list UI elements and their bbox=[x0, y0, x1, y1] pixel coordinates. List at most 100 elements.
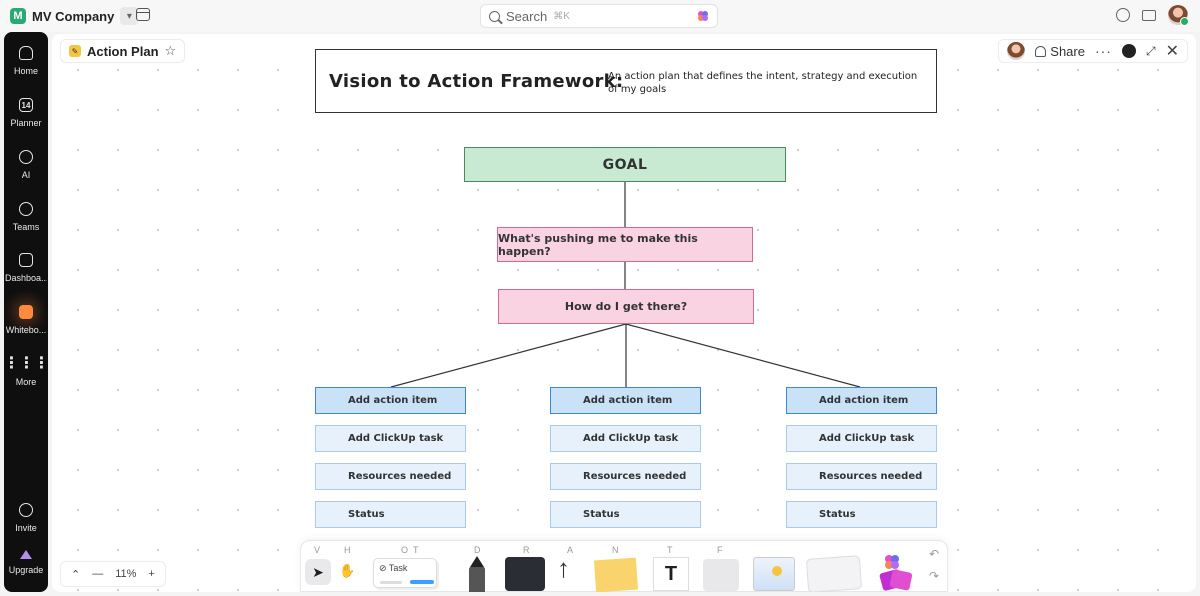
shortcut-key: H bbox=[344, 545, 351, 555]
sidebar-item-planner[interactable]: 14 Planner bbox=[4, 98, 48, 128]
breadcrumb: ✎ Action Plan ☆ bbox=[60, 39, 186, 63]
task-tool[interactable]: ⊘ Task bbox=[373, 558, 437, 588]
sidebar-item-label: Invite bbox=[15, 523, 37, 533]
expand-icon[interactable]: ⤢ bbox=[1145, 43, 1156, 58]
frame-tool[interactable] bbox=[703, 559, 739, 591]
sidebar-item-label: Dashboa... bbox=[5, 273, 47, 283]
teams-icon bbox=[19, 202, 33, 216]
sidebar-item-label: Home bbox=[13, 66, 38, 76]
shortcut-key: T bbox=[413, 545, 419, 555]
sidebar-item-dashboards[interactable]: Dashboa... bbox=[4, 253, 48, 283]
calendar-icon[interactable] bbox=[136, 8, 150, 21]
collapse-icon[interactable]: ⌃ bbox=[71, 568, 81, 581]
shortcut-key: N bbox=[612, 545, 619, 555]
hand-tool[interactable]: ✋ bbox=[339, 563, 356, 578]
shortcut-key: T bbox=[667, 545, 673, 555]
resources-card[interactable]: Resources needed bbox=[315, 463, 466, 490]
clickup-task-card[interactable]: Add ClickUp task bbox=[315, 425, 466, 452]
whiteboard-canvas[interactable]: ✎ Action Plan ☆ Share ··· ⤢ ✕ Vision to … bbox=[52, 34, 1196, 592]
user-avatar[interactable] bbox=[1168, 5, 1189, 26]
shortcut-key: R bbox=[523, 545, 530, 555]
share-label: Share bbox=[1050, 43, 1085, 59]
workspace-name: MV Company bbox=[32, 8, 115, 24]
check-circle-icon[interactable] bbox=[1116, 8, 1130, 22]
zoom-in-button[interactable]: + bbox=[148, 568, 155, 580]
sidebar-item-label: Teams bbox=[12, 222, 40, 232]
pen-tool[interactable] bbox=[469, 556, 485, 592]
sidebar-item-home[interactable]: Home bbox=[4, 46, 48, 76]
dashboard-icon bbox=[19, 253, 33, 267]
top-right-actions bbox=[1116, 5, 1189, 26]
more-options-icon[interactable]: ··· bbox=[1094, 43, 1112, 59]
select-tool[interactable]: ➤ bbox=[305, 559, 331, 585]
share-icon bbox=[1035, 45, 1047, 57]
sidebar-item-label: Planner bbox=[10, 118, 42, 128]
sidebar-item-label: Whitebo... bbox=[5, 325, 47, 335]
text-tool[interactable]: T bbox=[653, 557, 689, 591]
framework-title-card[interactable]: Vision to Action Framework: An action pl… bbox=[315, 49, 937, 113]
image-tool[interactable] bbox=[753, 557, 795, 591]
cursor-icon: ➤ bbox=[312, 563, 324, 580]
whiteboard-icon bbox=[19, 305, 33, 319]
arrow-tool[interactable]: ↑ bbox=[557, 553, 570, 583]
sidebar-item-invite[interactable]: Invite bbox=[4, 503, 48, 533]
framework-title: Vision to Action Framework: bbox=[329, 71, 624, 92]
clickup-task-card[interactable]: Add ClickUp task bbox=[786, 425, 937, 452]
star-icon[interactable]: ☆ bbox=[164, 43, 177, 58]
sidebar-item-label: More bbox=[15, 377, 37, 387]
header-actions: Share ··· ⤢ ✕ bbox=[998, 39, 1188, 63]
sidebar-item-more[interactable]: ⋮⋮⋮ More bbox=[4, 356, 50, 388]
undo-icon[interactable]: ↶ bbox=[929, 547, 940, 561]
close-icon[interactable]: ✕ bbox=[1165, 43, 1179, 60]
sticky-note-tool[interactable] bbox=[593, 557, 639, 592]
chat-icon[interactable] bbox=[1121, 44, 1136, 58]
resources-card[interactable]: Resources needed bbox=[550, 463, 701, 490]
redo-icon[interactable]: ↷ bbox=[929, 569, 940, 583]
sidebar: Home 14 Planner AI Teams Dashboa... Whit… bbox=[4, 32, 50, 592]
status-card[interactable]: Status bbox=[786, 501, 937, 528]
mind-map-tool[interactable] bbox=[805, 555, 863, 592]
action-item-card[interactable]: Add action item bbox=[315, 387, 466, 414]
goal-card[interactable]: GOAL bbox=[464, 147, 786, 182]
action-item-card[interactable]: Add action item bbox=[550, 387, 701, 414]
why-card[interactable]: What's pushing me to make this happen? bbox=[497, 227, 753, 262]
share-button[interactable]: Share bbox=[1035, 44, 1085, 59]
calendar-icon: 14 bbox=[19, 98, 33, 112]
upgrade-icon bbox=[20, 550, 32, 559]
status-card[interactable]: Status bbox=[550, 501, 701, 528]
search-shortcut: ⌘K bbox=[553, 10, 570, 22]
framework-description: An action plan that defines the intent, … bbox=[608, 71, 918, 95]
sidebar-item-label: Upgrade bbox=[8, 565, 44, 575]
zoom-controls: ⌃ — 11% + bbox=[60, 561, 166, 587]
whiteboard-toolbar: V H O T D R A N T F ➤ ✋ ⊘ Task ↑ T ↶ bbox=[300, 540, 948, 592]
sidebar-item-ai[interactable]: AI bbox=[4, 150, 48, 180]
ai-brain-icon[interactable] bbox=[697, 10, 709, 22]
collaborator-avatar[interactable] bbox=[1007, 42, 1026, 60]
check-icon: ⊘ bbox=[379, 563, 387, 573]
search-input[interactable]: Search ⌘K bbox=[480, 4, 718, 28]
shape-tool[interactable] bbox=[505, 557, 545, 591]
workspace-switcher[interactable]: M MV Company ▾ bbox=[10, 6, 139, 26]
chevron-down-icon[interactable]: ▾ bbox=[120, 7, 139, 25]
ai-tool[interactable] bbox=[875, 553, 915, 591]
invite-icon bbox=[19, 503, 33, 517]
search-icon bbox=[489, 10, 500, 22]
sidebar-item-upgrade[interactable]: Upgrade bbox=[4, 550, 48, 575]
clickup-task-card[interactable]: Add ClickUp task bbox=[550, 425, 701, 452]
status-card[interactable]: Status bbox=[315, 501, 466, 528]
shortcut-key: V bbox=[314, 545, 321, 555]
shortcut-key: D bbox=[474, 545, 481, 555]
task-tool-label: Task bbox=[388, 563, 408, 573]
action-item-card[interactable]: Add action item bbox=[786, 387, 937, 414]
sidebar-item-teams[interactable]: Teams bbox=[4, 202, 48, 232]
video-icon[interactable] bbox=[1142, 9, 1156, 21]
top-bar: M MV Company ▾ Search ⌘K bbox=[0, 0, 1200, 32]
search-placeholder: Search bbox=[506, 8, 548, 24]
workspace-avatar: M bbox=[10, 8, 26, 24]
how-card[interactable]: How do I get there? bbox=[498, 289, 754, 324]
sidebar-item-label: AI bbox=[21, 170, 31, 180]
page-title[interactable]: Action Plan bbox=[87, 43, 159, 59]
resources-card[interactable]: Resources needed bbox=[786, 463, 937, 490]
sidebar-item-whiteboards[interactable]: Whitebo... bbox=[4, 305, 48, 335]
zoom-out-button[interactable]: — bbox=[92, 568, 104, 580]
